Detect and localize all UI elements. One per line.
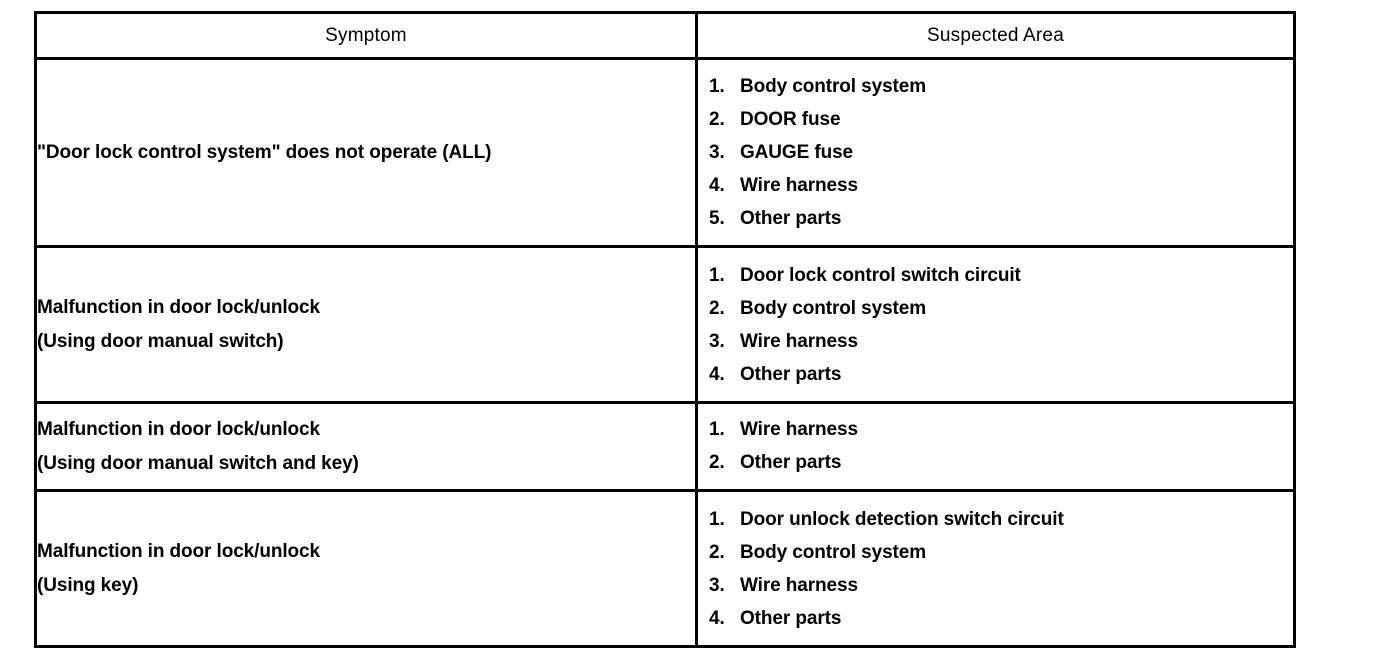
suspected-area-item-label: GAUGE fuse: [740, 142, 854, 163]
suspected-area-item-label: Wire harness: [740, 175, 858, 196]
symptom-suspected-area-table: Symptom Suspected Area "Door lock contro…: [34, 11, 1296, 648]
suspected-area-item-number: 5.: [709, 208, 725, 229]
suspected-area-item-label: DOOR fuse: [740, 109, 841, 130]
suspected-area-item: 1. Wire harness: [709, 413, 1293, 446]
suspected-area-item-label: Wire harness: [740, 419, 858, 440]
suspected-area-item-label: Other parts: [740, 208, 842, 229]
suspected-area-item: 1. Door unlock detection switch circuit: [709, 503, 1293, 536]
suspected-area-item-number: 3.: [709, 142, 725, 163]
table-header: Symptom Suspected Area: [34, 11, 1296, 60]
table-row: "Door lock control system" does not oper…: [34, 57, 1296, 248]
symptom-cell: Malfunction in door lock/unlock (Using do…: [34, 245, 698, 404]
suspected-area-item-label: Body control system: [740, 542, 927, 563]
suspected-area-item: 4. Other parts: [709, 602, 1293, 635]
table-body: "Door lock control system" does not oper…: [34, 57, 1296, 648]
symptom-cell: Malfunction in door lock/unlock (Using do…: [34, 401, 698, 492]
suspected-area-item-label: Body control system: [740, 298, 927, 319]
suspected-area-list: 1. Body control system 2. DOOR fuse 3. GAUGE …: [698, 60, 1293, 245]
suspected-area-item-number: 1.: [709, 76, 725, 97]
column-header-symptom: Symptom: [34, 11, 698, 60]
suspected-area-cell: 1. Door lock control switch circuit 2. Body…: [695, 245, 1296, 404]
symptom-cell: Malfunction in door lock/unlock (Using ke…: [34, 489, 698, 648]
symptom-line: (Using door manual switch and key): [37, 452, 359, 474]
suspected-area-item: 2. Other parts: [709, 446, 1293, 479]
suspected-area-item: 2. Body control system: [709, 536, 1293, 569]
suspected-area-item: 3. Wire harness: [709, 325, 1293, 358]
column-header-symptom-label: Symptom: [325, 25, 407, 46]
suspected-area-item-label: Other parts: [740, 608, 842, 629]
suspected-area-item: 5. Other parts: [709, 202, 1293, 235]
suspected-area-item-number: 2.: [709, 452, 725, 473]
suspected-area-list: 1. Door unlock detection switch circuit 2.…: [698, 492, 1293, 645]
suspected-area-item-number: 1.: [709, 509, 725, 530]
column-header-suspected-area-label: Suspected Area: [927, 25, 1064, 46]
suspected-area-item-label: Door unlock detection switch circuit: [740, 509, 1064, 530]
symptom-cell: "Door lock control system" does not oper…: [34, 57, 698, 248]
suspected-area-item-number: 2.: [709, 298, 725, 319]
symptom-line: Malfunction in door lock/unlock: [37, 296, 320, 318]
suspected-area-item-label: Body control system: [740, 76, 927, 97]
suspected-area-list: 1. Door lock control switch circuit 2. Body…: [698, 248, 1293, 401]
suspected-area-item-number: 4.: [709, 364, 725, 385]
suspected-area-item-label: Other parts: [740, 452, 842, 473]
suspected-area-cell: 1. Wire harness 2. Other parts: [695, 401, 1296, 492]
suspected-area-item-number: 4.: [709, 608, 725, 629]
column-header-suspected-area: Suspected Area: [695, 11, 1296, 60]
suspected-area-item-label: Wire harness: [740, 331, 858, 352]
symptom-line: "Door lock control system" does not oper…: [37, 141, 492, 163]
table-row: Malfunction in door lock/unlock (Using ke…: [34, 489, 1296, 648]
suspected-area-item: 2. DOOR fuse: [709, 103, 1293, 136]
symptom-line: Malfunction in door lock/unlock: [37, 540, 320, 562]
symptom-line: (Using door manual switch): [37, 330, 284, 352]
suspected-area-item-number: 3.: [709, 575, 725, 596]
suspected-area-item-number: 4.: [709, 175, 725, 196]
suspected-area-cell: 1. Body control system 2. DOOR fuse 3. GAUGE …: [695, 57, 1296, 248]
suspected-area-item: 3. Wire harness: [709, 569, 1293, 602]
suspected-area-item-label: Wire harness: [740, 575, 858, 596]
suspected-area-item: 1. Door lock control switch circuit: [709, 259, 1293, 292]
suspected-area-item-label: Door lock control switch circuit: [740, 265, 1021, 286]
suspected-area-item-number: 2.: [709, 542, 725, 563]
suspected-area-item: 4. Other parts: [709, 358, 1293, 391]
suspected-area-item: 2. Body control system: [709, 292, 1293, 325]
table-header-row: Symptom Suspected Area: [34, 11, 1296, 60]
suspected-area-item: 1. Body control system: [709, 70, 1293, 103]
suspected-area-item-number: 1.: [709, 265, 725, 286]
suspected-area-item: 3. GAUGE fuse: [709, 136, 1293, 169]
suspected-area-cell: 1. Door unlock detection switch circuit 2.…: [695, 489, 1296, 648]
table-row: Malfunction in door lock/unlock (Using do…: [34, 245, 1296, 404]
suspected-area-list: 1. Wire harness 2. Other parts: [698, 404, 1293, 489]
suspected-area-item-number: 1.: [709, 419, 725, 440]
symptom-line: Malfunction in door lock/unlock: [37, 418, 320, 440]
suspected-area-item: 4. Wire harness: [709, 169, 1293, 202]
page-canvas: Symptom Suspected Area "Door lock contro…: [34, 11, 1296, 648]
suspected-area-item-number: 3.: [709, 331, 725, 352]
suspected-area-item-label: Other parts: [740, 364, 842, 385]
symptom-line: (Using key): [37, 574, 139, 596]
suspected-area-item-number: 2.: [709, 109, 725, 130]
table-row: Malfunction in door lock/unlock (Using do…: [34, 401, 1296, 492]
